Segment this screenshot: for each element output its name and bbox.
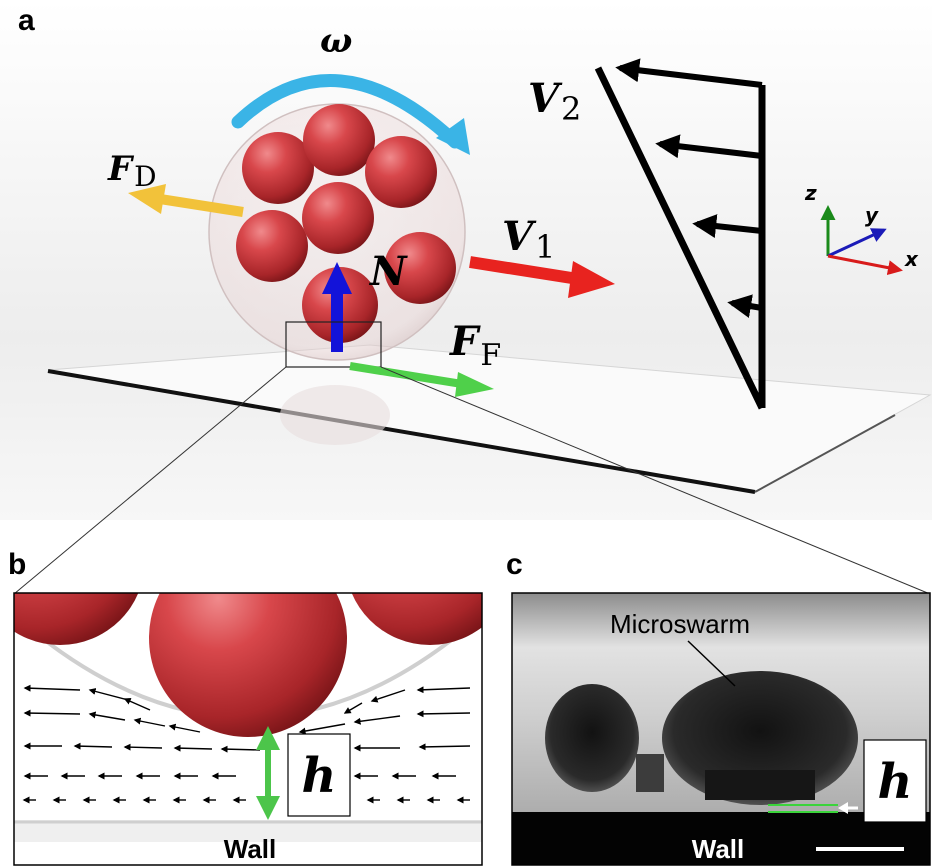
zoom-connector-left [13, 366, 287, 595]
n-label: N [368, 248, 408, 295]
microswarm-label: Microswarm [610, 609, 750, 639]
swarm-spheres [236, 104, 456, 343]
flow-arrow [133, 717, 166, 727]
flow-arrow [23, 709, 81, 717]
h-label-box-c [863, 739, 927, 823]
flow-arrow [418, 743, 471, 751]
z-axis-label: z [804, 181, 817, 205]
h-pointer-arrow-head [838, 802, 848, 814]
flow-arrow [220, 745, 261, 753]
flow-arrow [88, 688, 129, 701]
profile-arrow [655, 134, 763, 159]
sphere [384, 232, 456, 304]
h-label-c: h [878, 754, 913, 810]
sphere-right [351, 593, 482, 645]
profile-hypotenuse [594, 66, 766, 410]
panel-c-frame [511, 592, 931, 866]
fd-label: FD [107, 149, 157, 193]
coordinate-axes: z y x [804, 181, 919, 276]
omega-arrow-body [231, 74, 462, 149]
flow-arrow [416, 710, 471, 718]
flow-arrow [343, 702, 363, 714]
profile-arrow [615, 58, 763, 88]
omega-label: ω [320, 21, 352, 61]
h-label-box [287, 733, 351, 817]
wall-dark-region [512, 812, 930, 865]
panel-a-letter: a [18, 4, 35, 37]
omega-arrow-head [436, 118, 470, 155]
sphere [302, 182, 374, 254]
flow-arrow [298, 723, 346, 735]
sphere-center [149, 593, 347, 737]
panel-b: b [8, 548, 483, 866]
wall-plate-side-edge [754, 414, 896, 493]
fd-arrow-body [159, 194, 244, 217]
flow-arrow [370, 689, 406, 703]
n-arrow-head [322, 262, 352, 294]
v2-label: V2 [528, 75, 581, 128]
sphere [303, 104, 375, 176]
flow-arrow [353, 715, 401, 725]
panel-b-frame [13, 592, 483, 866]
sphere [242, 132, 314, 204]
ff-arrow-body [349, 362, 463, 388]
flow-arrow [88, 711, 126, 721]
h-arrow-head-top [256, 726, 280, 750]
v1-arrow-head [568, 261, 615, 298]
flow-arrow [416, 686, 471, 694]
fd-arrow-head [128, 184, 166, 214]
sphere [365, 136, 437, 208]
panel-a: a ω FD V1 N [0, 0, 932, 595]
large-swarm-base [705, 770, 815, 800]
h-arrow-head-bottom [256, 796, 280, 820]
profile-arrow [727, 294, 763, 318]
small-swarm [545, 684, 639, 792]
flow-arrow [173, 744, 213, 752]
zoom-connector-right [380, 366, 931, 595]
v1-arrow-body [469, 256, 579, 285]
y-axis-label: y [865, 203, 879, 227]
x-axis [827, 254, 903, 276]
sphere-left [14, 593, 139, 645]
panel-c-letter: c [506, 548, 523, 581]
wall-surface [14, 820, 482, 842]
flow-arrow [123, 698, 151, 711]
profile-arrow [692, 214, 763, 238]
ff-label: FF [449, 318, 501, 373]
flow-arrow [73, 742, 113, 750]
swarm-reflection [280, 385, 390, 445]
panel-c: c Microswarm h Wall [506, 548, 931, 866]
wall-label: Wall [224, 834, 276, 864]
flow-arrow [123, 743, 163, 751]
v1-label: V1 [502, 213, 555, 266]
velocity-profile [594, 58, 766, 410]
panel-b-letter: b [8, 548, 26, 581]
wall-plate-edge [47, 369, 756, 494]
ff-arrow-head [455, 372, 494, 397]
flow-arrow [23, 684, 81, 692]
microswarm-pointer [687, 640, 736, 687]
zoom-box [285, 321, 382, 368]
flow-arrow [168, 723, 201, 733]
y-axis [827, 228, 887, 258]
x-axis-label: x [904, 247, 919, 271]
sphere [236, 210, 308, 282]
wall-label-c: Wall [692, 834, 744, 864]
swarm-bridge [636, 754, 664, 792]
h-label: h [302, 748, 337, 804]
